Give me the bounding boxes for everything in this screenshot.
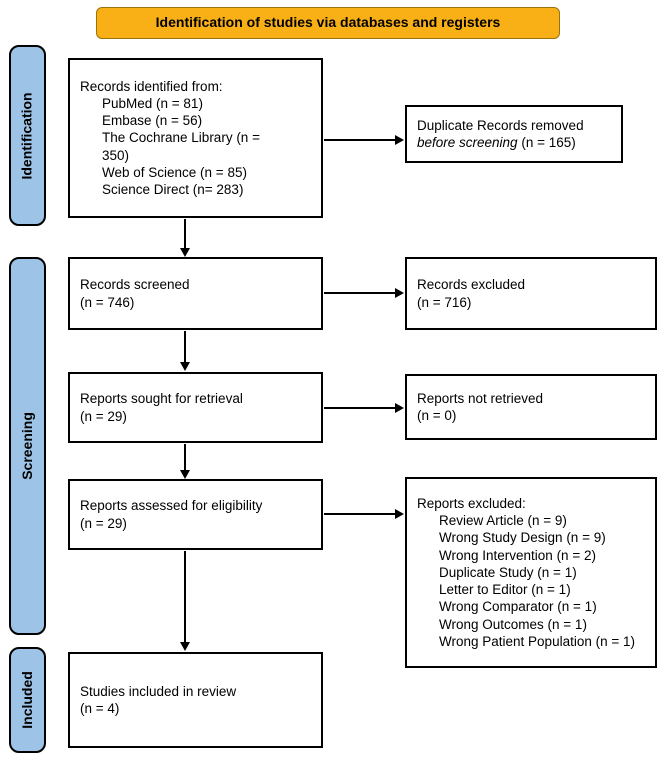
records-excluded-line2: (n = 716) (417, 294, 472, 310)
arrowhead-right-icon (395, 403, 404, 413)
reports-not-retrieved-line1: Reports not retrieved (417, 390, 544, 406)
arrowhead-right-icon (395, 135, 404, 145)
reports-excluded-item: Wrong Intervention (n = 2) (439, 547, 596, 563)
arrowhead-down-icon (180, 248, 190, 257)
arrowhead-right-icon (395, 509, 404, 519)
box-studies-included: Studies included in review (n = 4) (68, 652, 323, 748)
records-identified-item: Web of Science (n = 85) (102, 164, 247, 180)
studies-included-line2: (n = 4) (80, 701, 120, 716)
box-reports-not-retrieved: Reports not retrieved (n = 0) (405, 374, 657, 440)
arrow-assessed-to-reports-excluded (324, 513, 395, 515)
arrow-screened-to-excluded (324, 292, 395, 294)
box-records-identified: Records identified from: PubMed (n = 81)… (68, 58, 323, 218)
records-screened-line1: Records screened (80, 277, 190, 293)
reports-assessed-line1: Reports assessed for eligibility (80, 498, 263, 514)
arrowhead-down-icon (180, 642, 190, 651)
records-excluded-line1: Records excluded (417, 277, 526, 293)
studies-included-line1: Studies included in review (80, 683, 237, 699)
arrow-identified-to-duplicates (324, 139, 395, 141)
banner-identification-of-studies: Identification of studies via databases … (96, 7, 560, 39)
records-identified-item: PubMed (n = 81) (102, 95, 203, 111)
reports-sought-line1: Reports sought for retrieval (80, 391, 243, 407)
box-records-screened: Records screened (n = 746) (68, 257, 323, 330)
reports-not-retrieved-line2: (n = 0) (417, 408, 457, 423)
records-identified-item: The Cochrane Library (n = 350) (102, 130, 260, 163)
phase-bar-screening: Screening (9, 257, 46, 635)
arrow-sought-to-assessed (184, 444, 186, 470)
phase-label-identification: Identification (18, 91, 35, 180)
arrow-screened-to-sought (184, 331, 186, 362)
phase-bar-included: Included (9, 647, 46, 753)
reports-sought-line2: (n = 29) (80, 408, 127, 424)
duplicates-line2: before screening (n = 165) (417, 134, 615, 151)
reports-excluded-item: Wrong Patient Population (n = 1) (439, 633, 635, 649)
reports-excluded-item: Wrong Study Design (n = 9) (439, 530, 606, 546)
records-screened-line2: (n = 746) (80, 294, 135, 310)
arrowhead-down-icon (180, 470, 190, 479)
duplicates-line2-italic: before screening (417, 135, 518, 150)
records-identified-item: Science Direct (n= 283) (102, 182, 244, 198)
reports-excluded-item: Review Article (n = 9) (439, 513, 567, 529)
reports-excluded-item: Wrong Outcomes (n = 1) (439, 616, 587, 632)
box-reports-excluded: Reports excluded: Review Article (n = 9)… (405, 477, 657, 668)
arrow-sought-to-not-retrieved (324, 407, 395, 409)
banner-label: Identification of studies via databases … (155, 14, 501, 31)
phase-label-included: Included (18, 671, 35, 729)
reports-assessed-line2: (n = 29) (80, 515, 127, 531)
records-identified-heading: Records identified from: (80, 78, 223, 94)
arrow-assessed-to-included (184, 551, 186, 642)
reports-excluded-item: Wrong Comparator (n = 1) (439, 599, 597, 615)
phase-label-screening: Screening (18, 412, 35, 480)
reports-excluded-item: Letter to Editor (n = 1) (439, 582, 571, 598)
arrow-identified-to-screened (184, 219, 186, 248)
box-records-excluded: Records excluded (n = 716) (405, 257, 657, 330)
arrowhead-down-icon (180, 362, 190, 371)
records-identified-item: Embase (n = 56) (102, 113, 203, 129)
duplicates-line2-count: (n = 165) (517, 135, 576, 150)
phase-bar-identification: Identification (9, 45, 46, 226)
arrowhead-right-icon (395, 288, 404, 298)
reports-excluded-item: Duplicate Study (n = 1) (439, 564, 577, 580)
reports-excluded-heading: Reports excluded: (417, 495, 526, 511)
box-reports-sought: Reports sought for retrieval (n = 29) (68, 372, 323, 443)
duplicates-line1: Duplicate Records removed (417, 117, 584, 133)
box-duplicates-removed: Duplicate Records removed before screeni… (405, 105, 623, 163)
box-reports-assessed: Reports assessed for eligibility (n = 29… (68, 479, 323, 550)
